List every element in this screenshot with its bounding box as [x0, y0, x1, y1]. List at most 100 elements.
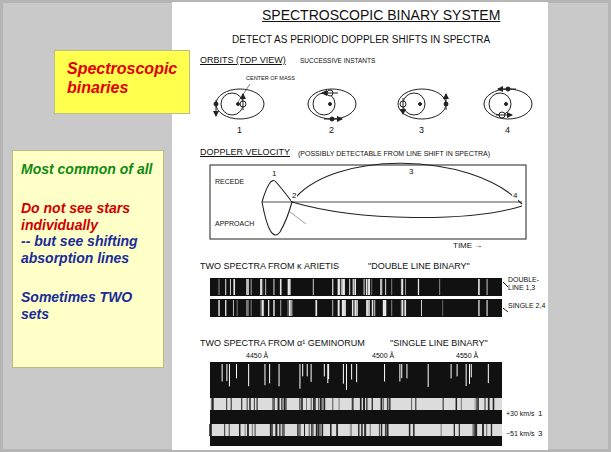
- spectral-line: [263, 300, 264, 316]
- figure-label: 4550 Å: [456, 352, 478, 360]
- orbit-drawings: [214, 84, 532, 121]
- spectral-line: [387, 424, 388, 436]
- spectral-line: [270, 424, 271, 436]
- figure-label: +30 km/s: [506, 410, 535, 418]
- figure-label: 3: [419, 126, 424, 136]
- spectrum-strip: [210, 278, 502, 296]
- spectral-line: [225, 279, 226, 295]
- spectral-line: [275, 424, 277, 436]
- spectral-line: [288, 279, 290, 295]
- spectral-line: [401, 279, 402, 295]
- spectral-line: [456, 398, 458, 410]
- spectral-line: [241, 398, 242, 410]
- spectral-line: [338, 279, 339, 295]
- spectral-line: [356, 300, 357, 316]
- graph-frame: [210, 165, 526, 239]
- spectral-line: [366, 300, 368, 316]
- figure-label: 2: [329, 126, 334, 136]
- spectral-line: [212, 398, 214, 410]
- spectral-line: [391, 300, 392, 316]
- spectral-line: [368, 300, 370, 316]
- spectral-line: [327, 364, 328, 383]
- center-of-mass: [237, 103, 240, 106]
- spectral-line: [280, 300, 281, 316]
- figure-label: SUCCESSIVE INSTANTS: [300, 57, 375, 64]
- spectral-line: [285, 398, 286, 410]
- spectral-line: [306, 398, 307, 410]
- spectral-line: [381, 279, 382, 295]
- figure-panel: [172, 2, 548, 450]
- spectral-line: [415, 398, 416, 410]
- spectral-line: [248, 300, 249, 316]
- spectral-line: [415, 398, 416, 410]
- velocity-curve-a: [262, 163, 522, 204]
- spectral-line: [255, 424, 256, 436]
- spectral-line: [362, 424, 363, 436]
- spectral-line: [413, 424, 414, 436]
- spectral-line: [390, 398, 391, 410]
- spectral-line: [369, 279, 370, 295]
- velocity-graph: [210, 163, 526, 239]
- spectral-line: [343, 364, 344, 384]
- spectral-line: [247, 398, 248, 410]
- motion-arrow: [216, 100, 217, 116]
- spectral-line: [350, 424, 351, 436]
- center-of-mass: [505, 103, 508, 106]
- spectral-line: [246, 300, 247, 316]
- note-text: Do not see stars individually: [21, 200, 155, 234]
- spectral-line: [353, 279, 354, 295]
- spectral-line: [284, 398, 286, 410]
- spectral-line: [315, 300, 317, 316]
- spectral-line: [249, 398, 250, 410]
- orbit-large: [484, 89, 532, 119]
- spectral-line: [384, 364, 385, 382]
- spectral-line: [301, 398, 303, 410]
- spectral-line: [302, 364, 303, 376]
- spectral-line: [485, 398, 486, 410]
- spectral-line: [476, 398, 477, 410]
- motion-arrow: [446, 94, 447, 110]
- spectral-line: [324, 398, 326, 410]
- spectral-line: [338, 279, 340, 295]
- figure-label: ORBITS (TOP VIEW): [200, 56, 286, 66]
- spectral-line: [312, 424, 313, 436]
- spectral-line: [364, 279, 365, 295]
- spectral-line: [366, 279, 368, 295]
- spectral-line: [363, 398, 365, 410]
- motion-arrow: [322, 93, 338, 94]
- center-of-mass: [329, 103, 332, 106]
- spectral-line: [421, 300, 422, 316]
- spectral-line: [320, 424, 321, 436]
- spectral-line: [363, 398, 364, 410]
- spectral-line: [367, 398, 368, 410]
- spectral-line: [488, 398, 490, 410]
- spectral-line: [273, 300, 274, 316]
- spectral-line: [353, 398, 354, 410]
- spectral-line: [402, 300, 403, 316]
- figure-label: "DOUBLE LINE BINARY": [368, 262, 470, 272]
- spectral-line: [383, 398, 384, 410]
- spectrum-strip: [210, 299, 502, 317]
- note-text: Sometimes TWO sets: [21, 289, 155, 323]
- spectral-line: [276, 424, 277, 436]
- spectral-line: [218, 300, 219, 316]
- figure-label: DOPPLER VELOCITY: [200, 148, 290, 158]
- spectral-line: [281, 398, 282, 410]
- spectral-line: [278, 398, 279, 410]
- spectral-line: [401, 300, 402, 316]
- spectral-line: [245, 424, 246, 436]
- spectral-line: [361, 424, 362, 436]
- spectral-line: [279, 364, 280, 386]
- spectral-line: [475, 424, 477, 436]
- orbit-large: [216, 89, 264, 119]
- spectral-line: [211, 398, 212, 410]
- spectral-line: [299, 398, 300, 410]
- spectral-line: [338, 300, 340, 316]
- orbit-3: [398, 89, 448, 119]
- spectral-line: [229, 424, 230, 436]
- spectral-line: [320, 398, 322, 410]
- box-heading: Spectroscopic binaries: [67, 59, 177, 97]
- spectral-line: [311, 398, 312, 410]
- figure-label: TIME →: [452, 242, 483, 251]
